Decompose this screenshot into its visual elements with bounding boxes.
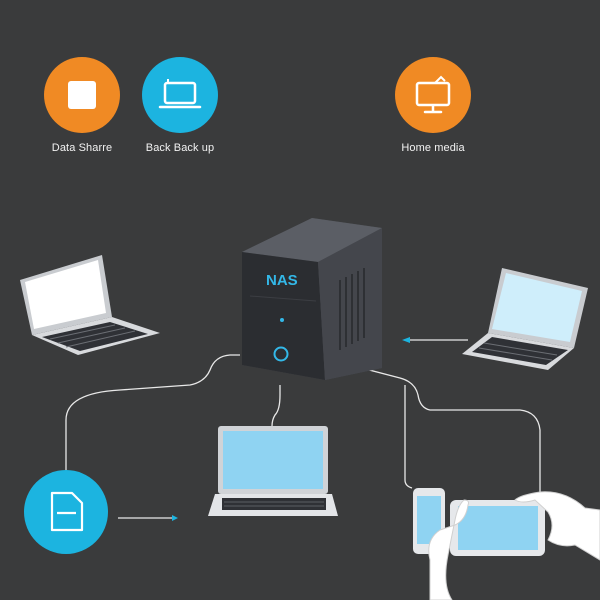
folder-icon [68, 81, 96, 109]
power-button-icon [273, 346, 289, 362]
home-media-label: Home media [401, 142, 465, 154]
line-nas-to-file [65, 354, 240, 470]
line-nas-to-phone [404, 385, 413, 489]
laptop-icon [158, 79, 202, 109]
line-nas-right [349, 364, 541, 498]
arrow-head-file [172, 515, 178, 521]
laptop-left-top [20, 255, 160, 355]
data-share-circle [44, 57, 120, 133]
hands-illustration [428, 491, 600, 600]
connection-lines [65, 339, 541, 519]
monitor-icon [415, 75, 451, 114]
arrow-head-right [402, 337, 410, 343]
nas-label: NAS [266, 272, 298, 289]
nas-server [242, 218, 382, 380]
document-icon [50, 491, 84, 532]
data-share-label: Data Sharre [51, 142, 113, 154]
tablet-icon [450, 500, 545, 556]
laptop-right-top [462, 268, 588, 370]
file-circle [24, 470, 108, 554]
laptop-center [208, 426, 338, 516]
home-media-circle [395, 57, 471, 133]
line-nas-to-center-laptop [271, 385, 281, 427]
backup-circle [142, 57, 218, 133]
backup-label: Back Back up [145, 142, 215, 154]
